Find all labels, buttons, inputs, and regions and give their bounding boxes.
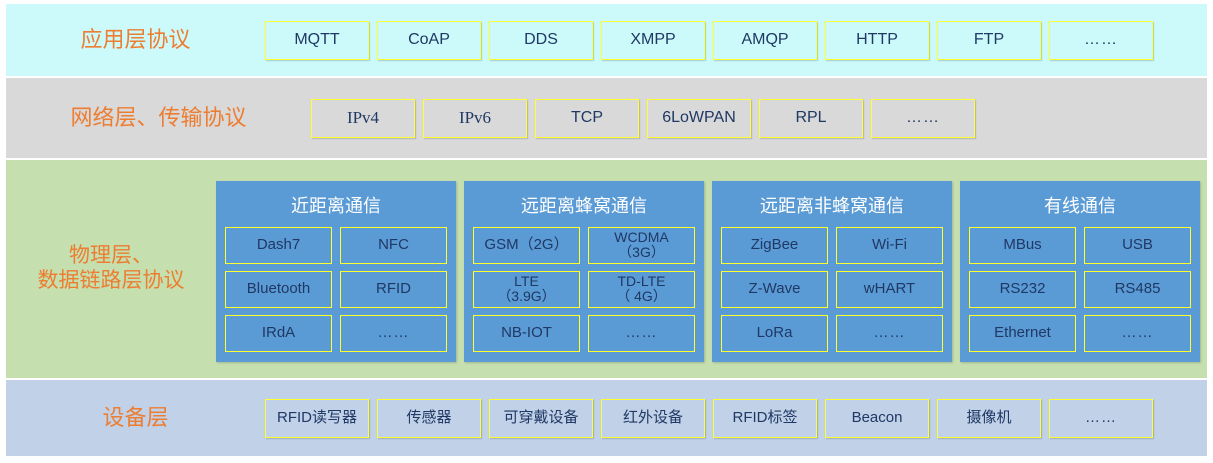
protocol-chip-coap[interactable]: CoAP xyxy=(377,20,481,60)
group-long-range-non-cellular: 远距离非蜂窝通信 ZigBee Wi-Fi Z-Wave wHART LoRa … xyxy=(712,180,952,362)
tech-cell-ethernet[interactable]: Ethernet xyxy=(969,314,1076,352)
group-wired: 有线通信 MBus USB RS232 RS485 Ethernet …… xyxy=(960,180,1200,362)
tech-cell-nb-iot[interactable]: NB-IOT xyxy=(473,314,580,352)
protocol-chip-mqtt[interactable]: MQTT xyxy=(265,20,369,60)
tech-cell-usb[interactable]: USB xyxy=(1084,226,1191,264)
tech-cell-nfc[interactable]: NFC xyxy=(340,226,447,264)
physical-layer-row: 物理层、 数据链路层协议 近距离通信 Dash7 NFC Bluetooth R… xyxy=(6,160,1207,378)
device-layer-chips: RFID读写器 传感器 可穿戴设备 红外设备 RFID标签 Beacon 摄像机… xyxy=(265,398,1153,438)
device-layer-row: 设备层 RFID读写器 传感器 可穿戴设备 红外设备 RFID标签 Beacon… xyxy=(6,380,1207,456)
tech-cell-zigbee[interactable]: ZigBee xyxy=(721,226,828,264)
protocol-chip-more-application[interactable]: …… xyxy=(1049,20,1153,60)
tech-cell-more-non-cellular[interactable]: …… xyxy=(836,314,943,352)
application-layer-label: 应用层协议 xyxy=(80,27,191,53)
protocol-chip-http[interactable]: HTTP xyxy=(825,20,929,60)
group-short-range: 近距离通信 Dash7 NFC Bluetooth RFID IRdA …… xyxy=(216,180,456,362)
protocol-chip-6lowpan[interactable]: 6LoWPAN xyxy=(647,98,751,138)
tech-cell-rs485[interactable]: RS485 xyxy=(1084,270,1191,308)
protocol-chip-rpl[interactable]: RPL xyxy=(759,98,863,138)
device-chip-beacon[interactable]: Beacon xyxy=(825,398,929,438)
tech-cell-more-cellular[interactable]: …… xyxy=(588,314,695,352)
tech-cell-whart[interactable]: wHART xyxy=(836,270,943,308)
tech-cell-z-wave[interactable]: Z-Wave xyxy=(721,270,828,308)
device-chip-more[interactable]: …… xyxy=(1049,398,1153,438)
group-title-wired: 有线通信 xyxy=(1044,195,1116,216)
protocol-chip-tcp[interactable]: TCP xyxy=(535,98,639,138)
protocol-chip-amqp[interactable]: AMQP xyxy=(713,20,817,60)
tech-cell-rs232[interactable]: RS232 xyxy=(969,270,1076,308)
tech-cell-more-wired[interactable]: …… xyxy=(1084,314,1191,352)
group-title-short-range: 近距离通信 xyxy=(291,195,381,216)
protocol-chip-ipv4[interactable]: IPv4 xyxy=(311,98,415,138)
group-grid-long-range-non-cellular: ZigBee Wi-Fi Z-Wave wHART LoRa …… xyxy=(721,226,943,352)
physical-layer-label: 物理层、 数据链路层协议 xyxy=(37,244,185,292)
tech-cell-wcdma[interactable]: WCDMA （3G） xyxy=(588,226,695,264)
tech-cell-dash7[interactable]: Dash7 xyxy=(225,226,332,264)
group-title-long-range-cellular: 远距离蜂窝通信 xyxy=(521,195,647,216)
protocol-chip-xmpp[interactable]: XMPP xyxy=(601,20,705,60)
device-chip-wearable[interactable]: 可穿戴设备 xyxy=(489,398,593,438)
device-chip-camera[interactable]: 摄像机 xyxy=(937,398,1041,438)
tech-cell-more-short-range[interactable]: …… xyxy=(340,314,447,352)
tech-cell-mbus[interactable]: MBus xyxy=(969,226,1076,264)
tech-cell-gsm[interactable]: GSM（2G） xyxy=(473,226,580,264)
network-layer-row: 网络层、传输协议 IPv4 IPv6 TCP 6LoWPAN RPL …… xyxy=(6,78,1207,158)
group-grid-wired: MBus USB RS232 RS485 Ethernet …… xyxy=(969,226,1191,352)
tech-cell-td-lte[interactable]: TD-LTE （ 4G） xyxy=(588,270,695,308)
network-layer-chips: IPv4 IPv6 TCP 6LoWPAN RPL …… xyxy=(311,98,975,138)
physical-layer-groups: 近距离通信 Dash7 NFC Bluetooth RFID IRdA …… 远… xyxy=(216,177,1200,362)
tech-cell-irda[interactable]: IRdA xyxy=(225,314,332,352)
device-chip-sensor[interactable]: 传感器 xyxy=(377,398,481,438)
protocol-chip-ftp[interactable]: FTP xyxy=(937,20,1041,60)
protocol-chip-more-network[interactable]: …… xyxy=(871,98,975,138)
tech-cell-rfid[interactable]: RFID xyxy=(340,270,447,308)
protocol-chip-dds[interactable]: DDS xyxy=(489,20,593,60)
group-grid-short-range: Dash7 NFC Bluetooth RFID IRdA …… xyxy=(225,226,447,352)
device-chip-rfid-tag[interactable]: RFID标签 xyxy=(713,398,817,438)
tech-cell-lte[interactable]: LTE （3.9G） xyxy=(473,270,580,308)
device-layer-label: 设备层 xyxy=(102,405,169,431)
device-chip-rfid-reader[interactable]: RFID读写器 xyxy=(265,398,369,438)
tech-cell-wifi[interactable]: Wi-Fi xyxy=(836,226,943,264)
tech-cell-bluetooth[interactable]: Bluetooth xyxy=(225,270,332,308)
network-layer-label: 网络层、传输协议 xyxy=(70,105,247,131)
group-grid-long-range-cellular: GSM（2G） WCDMA （3G） LTE （3.9G） TD-LTE （ 4… xyxy=(473,226,695,352)
group-long-range-cellular: 远距离蜂窝通信 GSM（2G） WCDMA （3G） LTE （3.9G） TD… xyxy=(464,180,704,362)
protocol-chip-ipv6[interactable]: IPv6 xyxy=(423,98,527,138)
group-title-long-range-non-cellular: 远距离非蜂窝通信 xyxy=(760,195,904,216)
application-layer-chips: MQTT CoAP DDS XMPP AMQP HTTP FTP …… xyxy=(265,20,1153,60)
application-layer-row: 应用层协议 MQTT CoAP DDS XMPP AMQP HTTP FTP …… xyxy=(6,4,1207,76)
tech-cell-lora[interactable]: LoRa xyxy=(721,314,828,352)
device-chip-infrared[interactable]: 红外设备 xyxy=(601,398,705,438)
